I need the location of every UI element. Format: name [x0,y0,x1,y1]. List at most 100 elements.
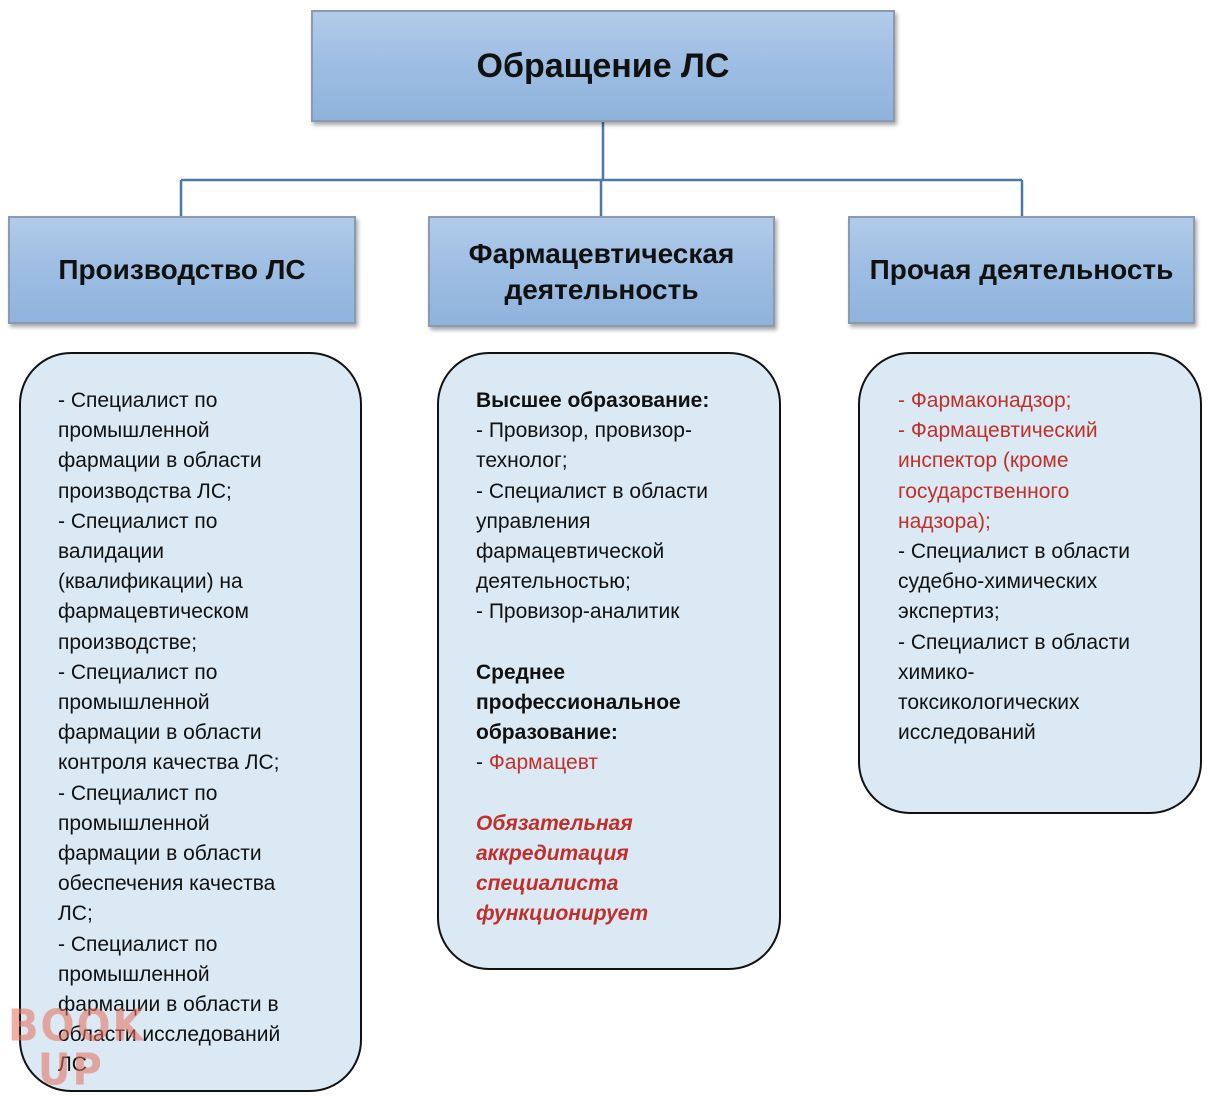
card-line: Высшее образование: [476,386,779,416]
card-line: фармации в области в [58,990,360,1020]
card-line: области исследований [58,1020,360,1050]
card-line-text: токсикологических [898,691,1080,715]
card-line-text: - Фармацевтический [898,419,1098,443]
card-line-text: - [476,751,489,775]
card-line: специалиста [476,869,779,899]
card-line-text: фармации в области [58,721,262,745]
watermark-logo: BOOK UP [8,1004,146,1092]
detail-card-other: - Фармаконадзор; - Фармацевтический инспек… [858,352,1202,814]
card-line: образование: [476,718,779,748]
card-line: - Специалист в области [476,477,779,507]
card-line-text: ЛС; [58,902,93,926]
card-line: (квалификации) на [58,567,360,597]
card-line: обеспечения качества [58,869,360,899]
card-line: токсикологических [898,688,1200,718]
branch-title-line-2: деятельность [504,273,699,305]
card-line: государственного [898,477,1200,507]
card-line-text: производства ЛС; [58,479,232,503]
card-line-text: судебно-химических [898,570,1098,594]
card-line-text: валидации [58,540,165,564]
card-line: - Специалист в области [898,628,1200,658]
card-line: инспектор (кроме [898,446,1200,476]
card-line-text: - Специалист по [58,660,218,684]
card-line: функционирует [476,899,779,929]
card-line-text: - Фармаконадзор; [898,389,1072,412]
card-line: технолог; [476,446,779,476]
card-line-text: - Специалист по [58,509,218,533]
card-line: производства ЛС; [58,477,360,507]
detail-card-pharmaceutical: Высшее образование: - Провизор, провизор-… [437,352,781,970]
card-line: фармации в области [58,839,360,869]
card-line-text: фармации в области в [58,993,279,1017]
card-line-text: - Специалист в области [898,540,1130,564]
card-line-text: государственного [898,479,1070,503]
card-line: промышленной [58,688,360,718]
branch-header-production: Производство ЛС [8,216,356,324]
card-line-text: функционирует [476,902,649,926]
card-line-text: Среднее [476,660,566,684]
card-line-text: фармацевтической [476,540,665,564]
card-line: - Фармаконадзор; [898,386,1200,416]
card-line: контроля качества ЛС; [58,748,360,778]
card-line-text: надзора); [898,509,991,533]
card-line: ЛС; [58,899,360,929]
card-line-text: фармацевтическом [58,600,249,624]
card-line-text: обеспечения качества [58,872,276,896]
card-line-text: химико- [898,660,975,684]
card-line: - Специалист по [58,386,360,416]
card-line-highlight: Фармацевт [488,751,599,775]
card-line-text: производстве; [58,630,198,654]
card-line-text: - Специалист в области [898,630,1130,654]
card-line-text: (квалификации) на [58,570,243,594]
card-line: - Специалист по [58,779,360,809]
card-line: управления [476,507,779,537]
card-line-text: аккредитация [476,842,629,866]
card-line-text: - Провизор, провизор- [476,419,692,443]
card-line: Среднее [476,658,779,688]
card-line-text: Обязательная [476,811,633,835]
card-line-text: фармации в области [58,449,262,473]
card-line: - Специалист по [58,930,360,960]
card-line-text: промышленной [58,811,210,835]
card-line-text: исследований [898,721,1036,745]
card-line: - Специалист по [58,507,360,537]
card-line: фармации в области [58,446,360,476]
card-line: профессиональное [476,688,779,718]
card-line: - Специалист по [58,658,360,688]
branch-header-pharmaceutical: Фармацевтическая деятельность [428,216,775,327]
card-line-text: - Специалист по [58,932,218,956]
card-line-text: специалиста [476,872,619,896]
card-line: фармацевтической [476,537,779,567]
card-line: Обязательная [476,809,779,839]
card-line-text: деятельностью; [476,570,631,594]
card-line-text: - Специалист по [58,389,218,412]
card-line-text: области исследований [58,1023,281,1047]
card-line: фармацевтическом [58,597,360,627]
card-line: - Фармацевтический [898,416,1200,446]
card-line: деятельностью; [476,567,779,597]
card-line-text: профессиональное [476,691,681,715]
card-line: промышленной [58,416,360,446]
card-line: промышленной [58,960,360,990]
card-line: - Провизор, провизор- [476,416,779,446]
card-line: валидации [58,537,360,567]
root-node: Обращение ЛС [311,10,895,122]
card-line-text: промышленной [58,419,210,443]
card-line: экспертиз; [898,597,1200,627]
branch-title: Производство ЛС [58,254,306,285]
watermark-top: BOOK [8,1000,146,1052]
card-line: надзора); [898,507,1200,537]
card-line-text: промышленной [58,691,210,715]
branch-header-other: Прочая деятельность [848,216,1195,324]
card-line: - Провизор-аналитик [476,597,779,627]
card-line-text: промышленной [58,962,210,986]
card-line-text: - Провизор-аналитик [476,600,680,624]
card-line: - Фармацевт [476,748,779,778]
card-line-text: технолог; [476,449,568,473]
card-line: химико- [898,658,1200,688]
card-line: ЛС [58,1050,360,1080]
card-line-text: - Специалист в области [476,479,708,503]
card-line: промышленной [58,809,360,839]
